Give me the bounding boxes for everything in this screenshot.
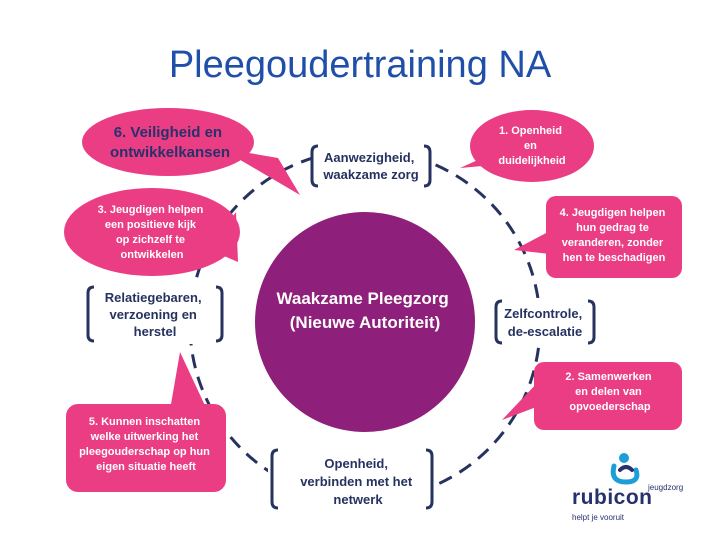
center-circle	[255, 212, 475, 432]
pillar-zelfcontrole: Zelfcontrole, de-escalatie	[494, 298, 598, 346]
center-line-2: (Nieuwe Autoriteit)	[290, 313, 440, 332]
bubble-3-positieve-kijk: 3. Jeugdigen helpen een positieve kijk o…	[64, 188, 240, 276]
logo-name: rubicon	[572, 486, 653, 509]
svg-text:5. Kunnen inschatten wel: 5. Kunnen inschatten welke uitwerking he…	[79, 416, 213, 473]
bubble-4-gedrag-veranderen: 4. Jeugdigen helpen hun gedrag te verand…	[514, 196, 682, 278]
pillar-openheid-netwerk: Openheid, verbinden met het netwerk	[268, 446, 436, 512]
bubble-5-inschatten: 5. Kunnen inschatten welke uitwerking he…	[66, 352, 226, 492]
svg-text:Waakzame Pleegzorg (Nieuwe: Waakzame Pleegzorg (Nieuwe Autoriteit)	[276, 289, 453, 332]
svg-text:4. Jeugdigen helpen hun: 4. Jeugdigen helpen hun gedrag te verand…	[560, 207, 669, 264]
logo-tagline: helpt je vooruit	[572, 513, 625, 522]
svg-text:1. Openheid en dui: 1. Openheid en duidelijkheid	[498, 125, 565, 167]
svg-text:Zelfcontrole, de-escalat: Zelfcontrole, de-escalatie	[504, 306, 586, 339]
svg-text:2. Samenwerken en delen: 2. Samenwerken en delen van opvoederscha…	[565, 371, 654, 413]
rubicon-figure-icon	[610, 453, 640, 485]
rubicon-logo: rubicon jeugdzorg helpt je vooruit	[568, 452, 688, 524]
logo-sub: jeugdzorg	[648, 483, 684, 492]
pillar-aanwezigheid: Aanwezigheid, waakzame zorg	[310, 143, 432, 189]
svg-text:6. Veiligheid en ontwikk: 6. Veiligheid en ontwikkelkansen	[110, 124, 230, 161]
svg-text:Aanwezigheid, waakzame z: Aanwezigheid, waakzame zorg	[322, 150, 418, 182]
pillar-relatiegebaren: Relatiegebaren, verzoening en herstel	[86, 284, 226, 344]
svg-text:Relatiegebaren, verzoeni: Relatiegebaren, verzoening en herstel	[105, 290, 205, 339]
bubble-2-samenwerken: 2. Samenwerken en delen van opvoederscha…	[502, 362, 682, 430]
center-line-1: Waakzame Pleegzorg	[276, 289, 448, 308]
bubble-1-openheid: 1. Openheid en duidelijkheid	[460, 110, 594, 182]
svg-text:3. Jeugdigen helpen een: 3. Jeugdigen helpen een positieve kijk o…	[98, 204, 207, 261]
bubble-6-veiligheid: 6. Veiligheid en ontwikkelkansen	[82, 108, 300, 195]
svg-text:Openheid, verbinden met: Openheid, verbinden met het netwerk	[300, 456, 416, 507]
slide-title: Pleegoudertraining NA	[168, 44, 552, 86]
